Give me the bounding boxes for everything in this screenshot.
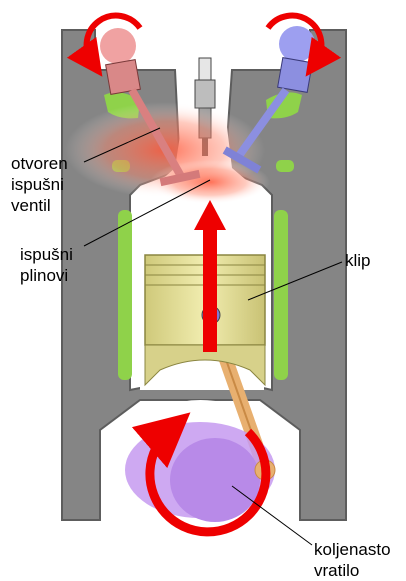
label-piston: klip [345,250,371,271]
label-exhaust-valve: otvoren ispušni ventil [11,153,68,216]
label-exhaust-gas: ispušni plinovi [20,244,73,286]
label-crankshaft: koljenasto vratilo [314,539,391,581]
